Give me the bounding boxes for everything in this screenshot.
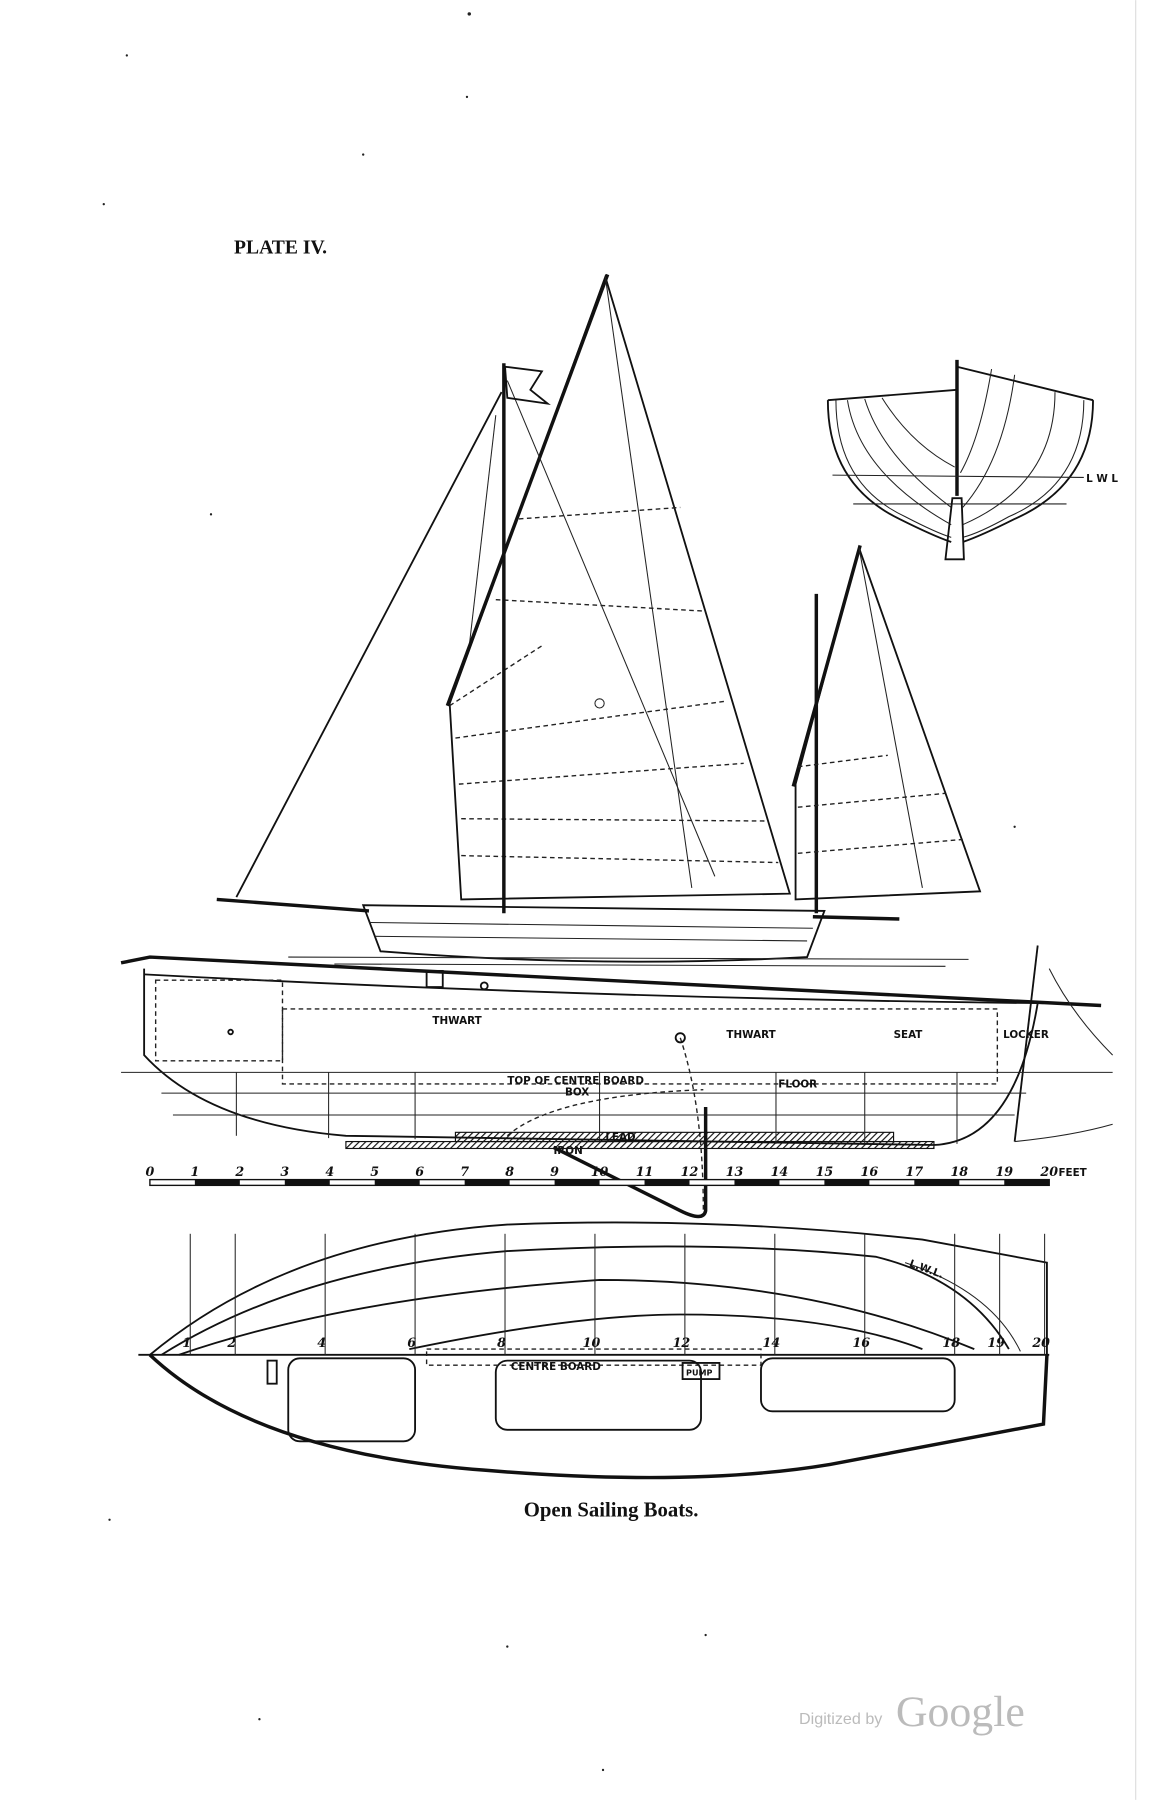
watermark-brand: Google — [896, 1688, 1025, 1736]
pennant-flag — [504, 365, 551, 406]
scale-tick-label: 10 — [591, 1164, 609, 1179]
label-locker: LOCKER — [1003, 1029, 1049, 1041]
stern-post — [1013, 945, 1039, 1142]
label-iron: IRON — [553, 1145, 582, 1157]
station-label: 18 — [942, 1335, 960, 1350]
scale-tick-label: 7 — [460, 1164, 469, 1179]
label-thwart-aft: THWART — [726, 1029, 776, 1041]
small-hull-elevation — [361, 904, 826, 963]
label-thwart-fwd: THWART — [432, 1015, 482, 1027]
label-centre-board-box: TOP OF CENTRE BOARD — [507, 1075, 644, 1087]
pump — [681, 1362, 721, 1380]
plan-sheer-top — [149, 1221, 1048, 1356]
station-label: 6 — [407, 1335, 416, 1350]
scale-segment — [644, 1179, 690, 1186]
plan-sheer-bottom — [148, 1353, 1049, 1480]
sheer-line — [120, 955, 1102, 1008]
hull-profile: THWART THWART SEAT LOCKER TOP OF CENTRE … — [120, 945, 1114, 1219]
station-label: 4 — [317, 1335, 326, 1350]
station-label: 20 — [1031, 1335, 1050, 1350]
lead-ballast — [454, 1131, 895, 1143]
scale-segment — [374, 1179, 420, 1186]
lwl-label: L W L — [1086, 473, 1118, 485]
google-watermark: Digitized by Google — [799, 1688, 1025, 1736]
station-label: 8 — [497, 1335, 506, 1350]
scale-tick-label: 2 — [234, 1164, 244, 1179]
scale-unit: FEET — [1058, 1167, 1087, 1179]
scale-tick-label: 16 — [861, 1164, 879, 1179]
scale-tick-label: 18 — [950, 1164, 968, 1179]
label-lead: LEAD — [605, 1131, 636, 1143]
body-plan: L W L — [826, 359, 1118, 561]
label-centre-board: CENTRE BOARD — [511, 1361, 601, 1373]
bowsprit — [216, 897, 370, 913]
mizzen-lug-sail — [794, 544, 982, 901]
iron-keel — [345, 1140, 935, 1150]
main-lug-sail — [448, 273, 792, 901]
scale-tick-label: 15 — [816, 1164, 834, 1179]
scale-segment — [194, 1179, 240, 1186]
station-label: 12 — [673, 1335, 691, 1350]
station-label: 16 — [852, 1335, 870, 1350]
scale-tick-label: 4 — [325, 1164, 334, 1179]
label-pump: PUMP — [686, 1369, 712, 1378]
watermark-prefix: Digitized by — [799, 1710, 883, 1728]
bumkin — [812, 914, 900, 921]
label-lwl-plan: L.W.L. — [908, 1258, 946, 1281]
label-floor: FLOOR — [778, 1078, 817, 1090]
station-label: 14 — [763, 1335, 781, 1350]
scale-segment — [464, 1179, 510, 1186]
mizzen-yard — [791, 544, 862, 787]
scale-tick-label: 0 — [145, 1164, 154, 1179]
scale-segment — [734, 1179, 780, 1186]
scale-tick-label: 8 — [505, 1164, 514, 1179]
scale-segment — [914, 1179, 960, 1186]
station-label: 19 — [987, 1335, 1005, 1350]
scale-tick-label: 9 — [550, 1164, 559, 1179]
plate-caption: Open Sailing Boats. — [524, 1499, 699, 1521]
scale-tick-label: 13 — [726, 1164, 744, 1179]
station-label: 1 — [182, 1335, 191, 1350]
forestay — [235, 391, 503, 898]
scale-segment — [554, 1179, 600, 1186]
station-label: 2 — [226, 1335, 236, 1350]
station-label: 10 — [583, 1335, 601, 1350]
scale-tick-label: 11 — [636, 1164, 654, 1179]
scale-tick-label: 5 — [370, 1164, 379, 1179]
scale-tick-label: 19 — [995, 1164, 1013, 1179]
scale-tick-label: 17 — [906, 1164, 924, 1179]
scale-tick-label: 12 — [681, 1164, 699, 1179]
keel-section — [944, 497, 965, 561]
main-yard — [445, 273, 610, 707]
sail-elevation — [216, 273, 982, 967]
label-seat: SEAT — [894, 1029, 924, 1041]
scale-tick-label: 1 — [190, 1164, 199, 1179]
scale-tick-label: 6 — [415, 1164, 424, 1179]
scale-tick-label: 20 — [1039, 1164, 1058, 1179]
label-box: BOX — [565, 1086, 589, 1098]
scale-tick-label: 3 — [280, 1164, 289, 1179]
scale-tick-label: 14 — [771, 1164, 789, 1179]
scale-segment — [284, 1179, 330, 1186]
scale-segment — [1004, 1179, 1050, 1186]
plate-title: PLATE IV. — [234, 238, 327, 259]
scale-segment — [824, 1179, 870, 1186]
paper-specks — [102, 12, 1016, 1772]
